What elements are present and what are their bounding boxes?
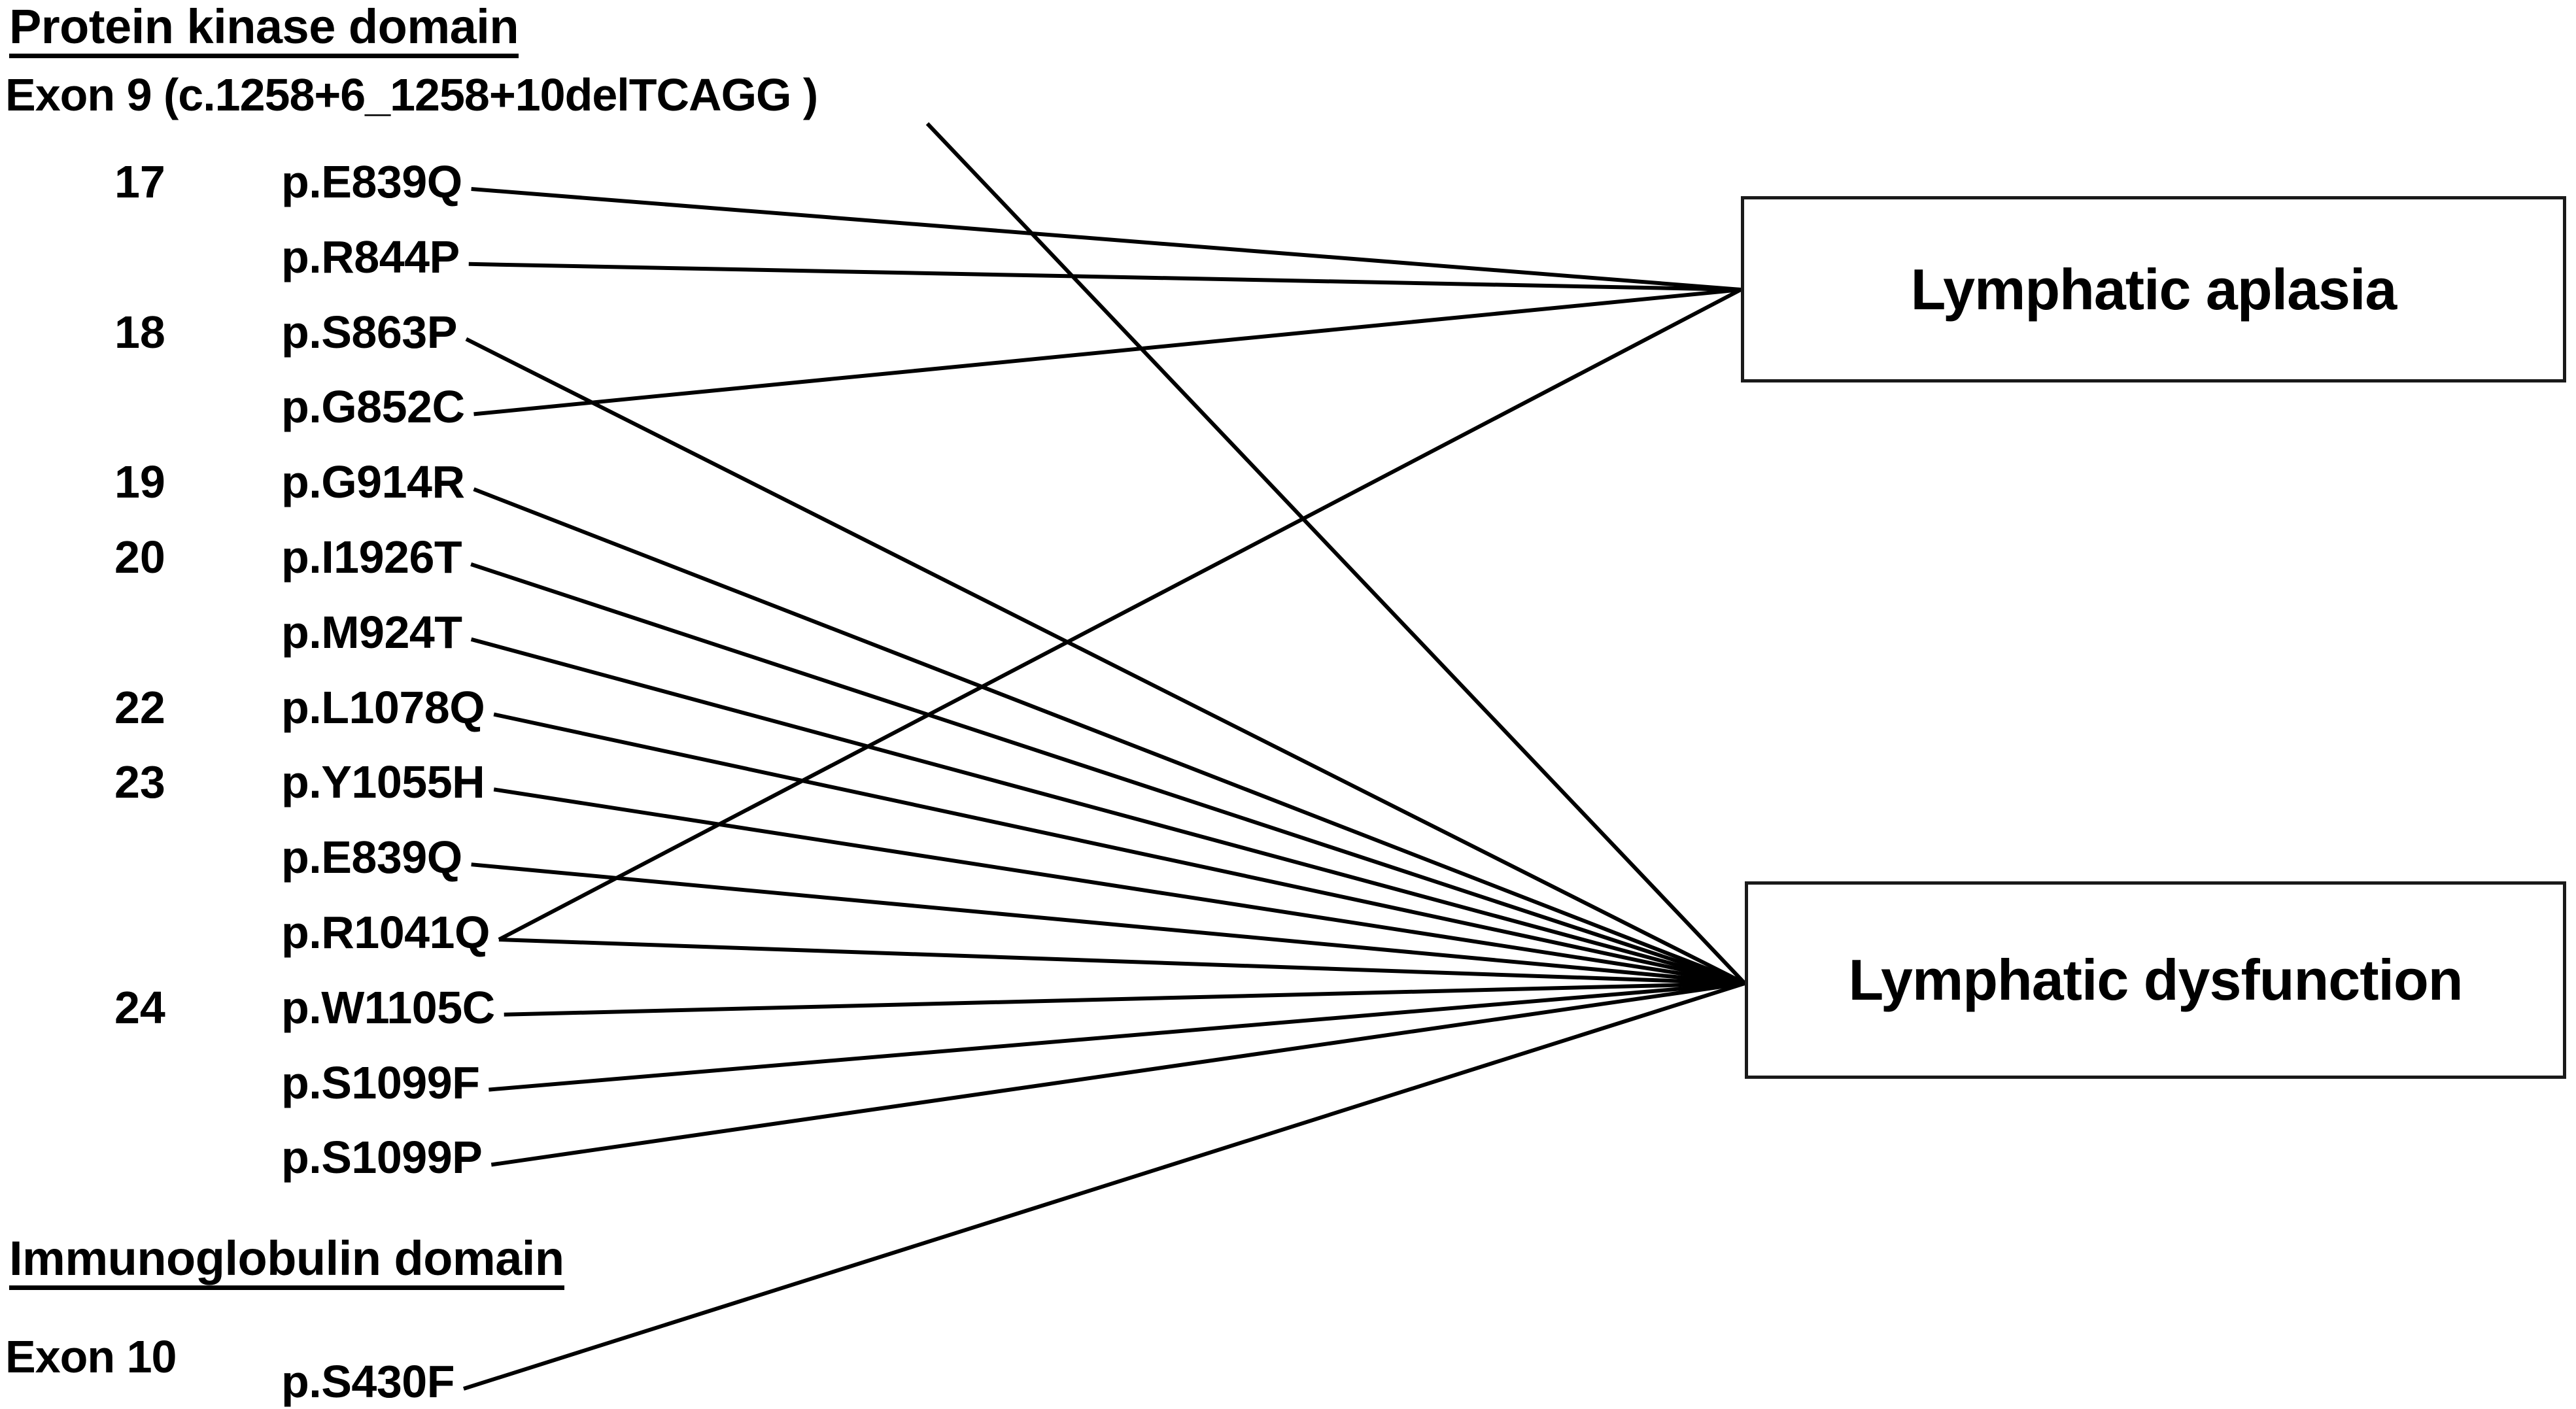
exon-number-24: 24 <box>114 981 165 1033</box>
connector-pM924T-to-lymphatic-dysfunction <box>470 637 1745 985</box>
mutation-label-pM924T-row6: p.M924T <box>281 606 462 658</box>
mutation-label-pS863P-row2: p.S863P <box>281 306 457 358</box>
phenotype-label-lymphatic-dysfunction: Lymphatic dysfunction <box>1848 947 2464 1012</box>
connector-pI1926T-to-lymphatic-dysfunction <box>470 562 1745 985</box>
mutation-label-pI1926T-row5: p.I1926T <box>281 532 462 583</box>
connector-pR1041Q-to-lymphatic-dysfunction <box>498 938 1745 985</box>
mutation-label-pS1099F-row12: p.S1099F <box>281 1057 480 1108</box>
mutation-label-pR1041Q-row10: p.R1041Q <box>281 907 490 958</box>
connector-pE839Q-to-lymphatic-dysfunction <box>471 862 1745 985</box>
section-title-protein-kinase-domain: Protein kinase domain <box>9 3 519 58</box>
connector-pE839Q-to-lymphatic-aplasia <box>471 187 1742 292</box>
connector-exon9-splice-to-lymphatic-dysfunction <box>925 122 1747 985</box>
mutation-label-pS430F-row14: p.S430F <box>281 1356 455 1407</box>
exon-number-19: 19 <box>114 456 165 508</box>
connector-pR1041Q-to-lymphatic-aplasia <box>498 288 1742 942</box>
mutation-label-pE839Q-row9: p.E839Q <box>281 832 462 883</box>
phenotype-box-lymphatic-dysfunction[interactable]: Lymphatic dysfunction <box>1745 881 2566 1079</box>
mutation-label-pL1078Q-row7: p.L1078Q <box>281 681 485 733</box>
phenotype-label-lymphatic-aplasia: Lymphatic aplasia <box>1910 256 2397 322</box>
exon-number-18: 18 <box>114 306 165 358</box>
connector-pW1105C-to-lymphatic-dysfunction <box>504 981 1745 1017</box>
exon-number-17: 17 <box>114 156 165 207</box>
mutation-label-pE839Q-row0: p.E839Q <box>281 156 462 207</box>
mutation-label-pG852C-row3: p.G852C <box>281 381 465 433</box>
connector-pG914R-to-lymphatic-dysfunction <box>473 487 1746 985</box>
connector-pS430F-to-lymphatic-dysfunction <box>463 981 1745 1391</box>
exon10-label: Exon 10 <box>5 1331 177 1382</box>
connector-pR844P-to-lymphatic-aplasia <box>468 262 1742 292</box>
connector-pL1078Q-to-lymphatic-dysfunction <box>493 712 1745 985</box>
mutation-label-pW1105C-row11: p.W1105C <box>281 981 495 1033</box>
connector-pG852C-to-lymphatic-aplasia <box>473 288 1742 416</box>
mutation-label-pY1055H-row8: p.Y1055H <box>281 756 485 808</box>
mutation-label-pG914R-row4: p.G914R <box>281 456 465 508</box>
mutation-label-pS1099P-row13: p.S1099P <box>281 1132 483 1183</box>
connector-pY1055H-to-lymphatic-dysfunction <box>493 787 1745 985</box>
phenotype-box-lymphatic-aplasia[interactable]: Lymphatic aplasia <box>1741 196 2566 382</box>
connector-pS1099P-to-lymphatic-dysfunction <box>490 981 1745 1167</box>
exon9-splice-variant-label: Exon 9 (c.1258+6_1258+10delTCAGG ) <box>5 69 818 120</box>
connector-pS1099F-to-lymphatic-dysfunction <box>489 981 1745 1092</box>
exon-number-20: 20 <box>114 532 165 583</box>
mutation-label-pR844P-row1: p.R844P <box>281 231 460 282</box>
section-title-immunoglobulin-domain: Immunoglobulin domain <box>9 1234 564 1290</box>
exon-number-22: 22 <box>114 681 165 733</box>
connector-pS863P-to-lymphatic-dysfunction <box>465 337 1746 985</box>
exon-number-23: 23 <box>114 756 165 808</box>
